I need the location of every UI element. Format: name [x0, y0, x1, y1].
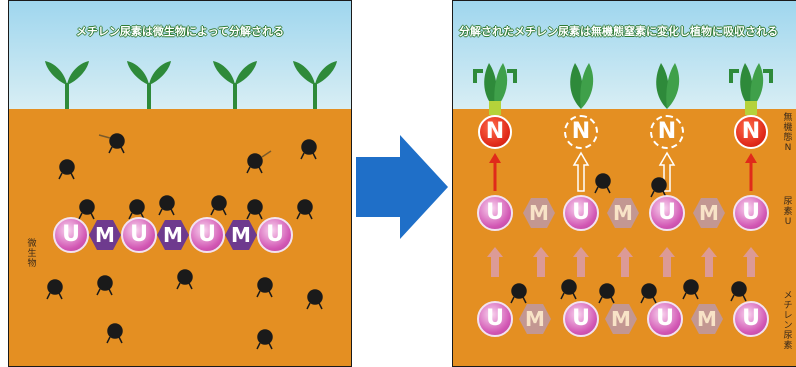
urea-molecule: U	[733, 301, 769, 337]
nitrogen-molecule-absorbed: N	[564, 115, 598, 149]
microbe-icon	[257, 278, 272, 297]
microbe-icon	[247, 200, 262, 219]
microbe-icon	[79, 200, 94, 219]
panel-decomposition: メチレン尿素は微生物によって分解される	[8, 0, 352, 367]
sprout-icon	[213, 61, 257, 109]
plant-icon	[656, 63, 679, 109]
plant-icon	[475, 63, 515, 115]
microbe-icon	[599, 284, 614, 303]
panel-absorption: 分解されたメチレン尿素は無機態窒素に変化し植物に吸収される	[452, 0, 796, 367]
microbe-icon	[47, 280, 62, 299]
microbe-icon	[159, 196, 174, 215]
absorb-arrow-icon	[489, 153, 501, 191]
urea-molecule: U	[647, 301, 683, 337]
urea-molecule: U	[53, 217, 89, 253]
microbe-icon	[59, 160, 74, 179]
urea-molecule: U	[121, 217, 157, 253]
plant-icon	[570, 63, 593, 109]
microbe-icon	[97, 276, 112, 295]
process-arrow-icon	[356, 135, 448, 239]
nitrogen-molecule-absorbed: N	[650, 115, 684, 149]
urea-label: 尿素U	[783, 197, 793, 227]
urea-molecule: U	[733, 195, 769, 231]
methylene-urea-label: メチレン尿素	[783, 291, 793, 351]
microbe-icon	[595, 174, 610, 193]
urea-molecule: U	[477, 301, 513, 337]
microbe-icon	[107, 324, 122, 343]
microbe-icon	[731, 282, 746, 301]
inorganic-n-label: 無機態N	[783, 113, 793, 153]
microbe-icon	[641, 284, 656, 303]
sprout-icon	[45, 61, 89, 109]
microbe-icon	[301, 140, 316, 159]
urea-molecule: U	[189, 217, 225, 253]
microbe-icon	[511, 284, 526, 303]
urea-molecule: U	[477, 195, 513, 231]
microbe-icon	[211, 196, 226, 215]
urea-molecule: U	[563, 195, 599, 231]
absorb-arrow-icon	[745, 153, 757, 191]
sprout-icon	[127, 61, 171, 109]
microbe-icon	[561, 280, 576, 299]
microbe-icon	[683, 280, 698, 299]
microbe-icon	[651, 178, 666, 197]
microbe-label: 微生物	[27, 239, 37, 269]
microbe-icon	[247, 151, 271, 173]
microbe-icon	[307, 290, 322, 309]
urea-molecule: U	[257, 217, 293, 253]
nitrogen-molecule: N	[734, 115, 768, 149]
urea-molecule: U	[649, 195, 685, 231]
absorb-arrow-icon	[574, 153, 588, 191]
microbe-icon	[297, 200, 312, 219]
microbe-icon	[99, 134, 124, 153]
sprout-icon	[293, 61, 337, 109]
nitrogen-molecule: N	[478, 115, 512, 149]
conversion-arrow-icon	[487, 247, 759, 277]
microbe-icon	[257, 330, 272, 349]
plant-icon	[731, 63, 771, 115]
left-illustration	[9, 1, 352, 367]
urea-molecule: U	[563, 301, 599, 337]
microbe-icon	[177, 270, 192, 289]
